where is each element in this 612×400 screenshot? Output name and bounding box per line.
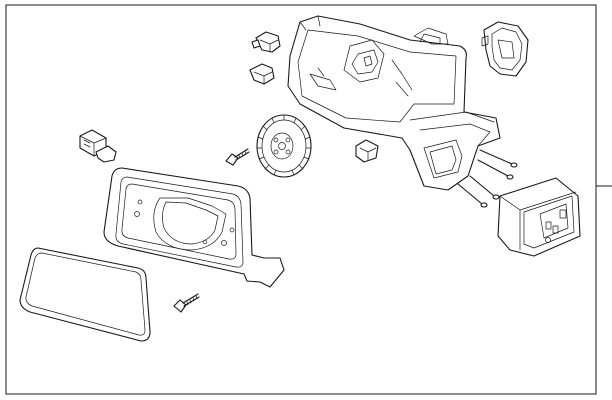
- mirror-glass: [20, 248, 150, 341]
- small-clips: [250, 32, 280, 84]
- electrical-plug: [498, 178, 580, 256]
- cover-cap: [482, 22, 528, 76]
- frame-screw: [174, 294, 199, 312]
- mirror-housing-frame: [104, 168, 284, 287]
- actuator-screw: [226, 149, 249, 165]
- diagram-border: [6, 5, 596, 394]
- push-clip: [356, 140, 378, 162]
- wiring-connector-left: [80, 130, 116, 162]
- adjustment-gear: [257, 115, 311, 177]
- mirror-motor-housing: [288, 16, 517, 207]
